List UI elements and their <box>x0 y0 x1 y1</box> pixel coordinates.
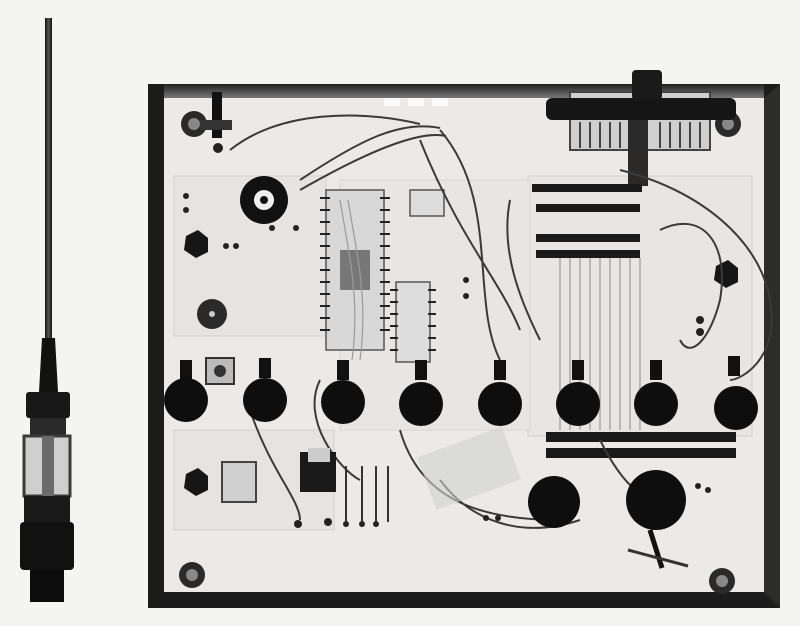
rotary-knob <box>399 360 443 426</box>
large-knob <box>626 470 689 569</box>
vent-slot <box>384 98 400 106</box>
relay <box>221 461 257 503</box>
screw-hole <box>179 562 205 588</box>
buzzer <box>197 299 227 329</box>
plastic-block <box>417 426 521 511</box>
rotary-knob <box>714 356 758 430</box>
antenna-inner-pin <box>42 436 54 496</box>
antenna-collar <box>26 392 70 418</box>
trimmer-screw <box>214 365 226 377</box>
connector-bar <box>546 98 736 120</box>
rotary-knob <box>243 358 287 422</box>
ribbon-connector <box>546 70 736 186</box>
enclosure-corner-fold <box>764 84 780 608</box>
hex-nut <box>184 230 208 258</box>
rotary-knob <box>164 360 208 422</box>
screw-hole <box>181 111 207 137</box>
antenna-taper <box>39 338 58 392</box>
antenna-whip <box>45 18 52 338</box>
hex-nut <box>184 468 208 496</box>
antenna-bnc-tip <box>30 570 64 602</box>
resistor-array <box>345 466 389 522</box>
vent-slot <box>408 98 424 106</box>
potentiometer <box>240 176 288 224</box>
vent-slot <box>432 98 448 106</box>
connector-top-post <box>632 70 662 100</box>
bnc-antenna <box>20 18 74 602</box>
antenna-bnc-body <box>24 496 70 522</box>
dip-switch <box>409 189 445 217</box>
enclosure-left-edge <box>148 84 164 608</box>
ic-chip <box>390 281 436 363</box>
rotary-knob <box>634 360 678 426</box>
enclosure-bottom-edge <box>150 592 780 608</box>
antenna-nut <box>30 418 66 436</box>
connector-stem <box>628 120 648 186</box>
pin-header <box>532 184 736 458</box>
antenna-bnc-ring <box>20 522 74 570</box>
rotary-knob <box>321 360 365 424</box>
regulator-tab <box>308 448 330 462</box>
large-knob <box>528 476 580 528</box>
rotary-knobs <box>164 356 758 430</box>
toggle-post <box>200 92 232 153</box>
rotary-knob <box>478 360 522 426</box>
connector-pins <box>579 122 701 148</box>
rotary-knob <box>556 360 600 426</box>
hex-nut <box>714 260 738 288</box>
solder-pads <box>183 193 711 528</box>
screw-hole <box>709 568 735 594</box>
